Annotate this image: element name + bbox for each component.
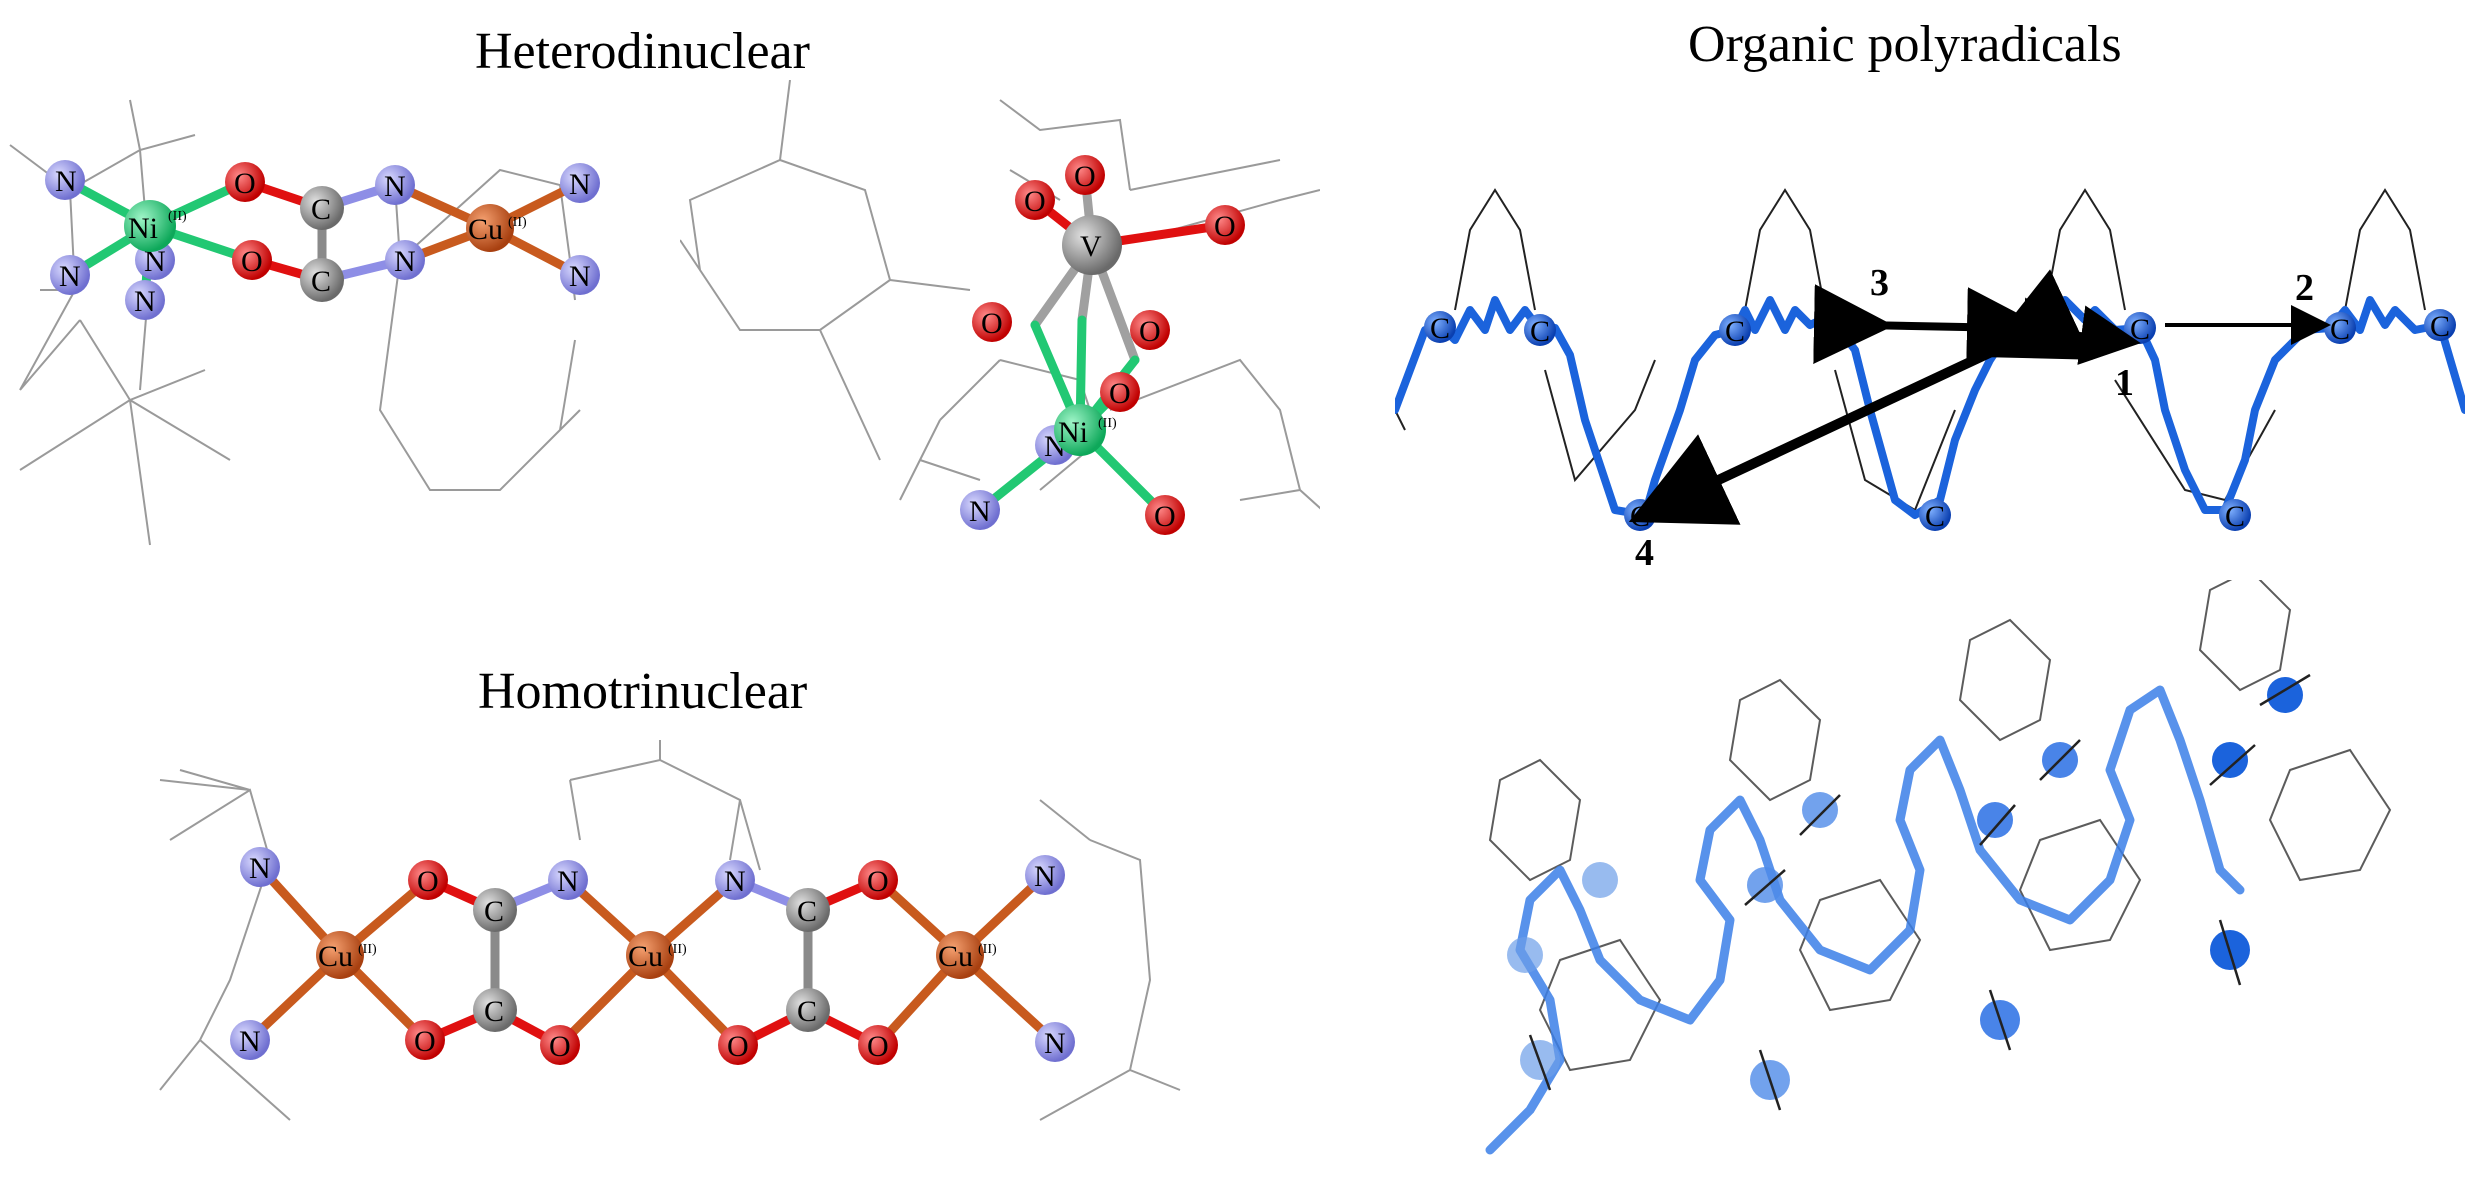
- v-ni-complex: O O O V O O O N Ni(II) N O: [680, 80, 1320, 535]
- svg-text:N: N: [394, 245, 416, 278]
- svg-text:O: O: [414, 1025, 436, 1058]
- svg-text:C: C: [484, 895, 504, 928]
- svg-text:(II): (II): [668, 942, 687, 957]
- svg-text:1: 1: [2115, 362, 2134, 404]
- title-organic-polyradicals: Organic polyradicals: [1688, 16, 2122, 73]
- spin-arrows: [1528, 673, 2311, 1111]
- svg-text:O: O: [727, 1030, 749, 1063]
- svg-text:O: O: [981, 307, 1003, 340]
- svg-text:N: N: [1044, 1027, 1066, 1060]
- ni-cu-complex: N N N N Ni (II) O O C C N N Cu (II) N N: [9, 99, 600, 546]
- svg-text:Cu: Cu: [628, 940, 663, 973]
- svg-text:O: O: [1074, 160, 1096, 193]
- radical-centers: C C C C C C C C C C C: [1424, 309, 2456, 533]
- atoms: O O O V O O O N Ni(II) N O: [960, 155, 1245, 535]
- svg-text:Cu: Cu: [938, 940, 973, 973]
- svg-text:3: 3: [1870, 262, 1889, 304]
- svg-text:O: O: [234, 167, 256, 200]
- svg-text:(II): (II): [508, 215, 527, 230]
- svg-text:C: C: [797, 895, 817, 928]
- svg-text:O: O: [1024, 185, 1046, 218]
- svg-text:C: C: [1725, 315, 1745, 348]
- helix-backbone: [1485, 685, 2245, 1155]
- atoms: N N Cu(II) O O C C N O Cu(II) N O C C O …: [230, 847, 1075, 1065]
- svg-text:N: N: [59, 260, 81, 293]
- svg-text:(II): (II): [1098, 416, 1117, 431]
- svg-text:Cu: Cu: [318, 940, 353, 973]
- svg-text:V: V: [1080, 230, 1102, 263]
- svg-text:N: N: [724, 865, 746, 898]
- svg-text:C: C: [1530, 315, 1550, 348]
- svg-text:C: C: [2130, 313, 2150, 346]
- svg-text:C: C: [311, 193, 331, 226]
- svg-text:Ni: Ni: [1058, 416, 1088, 449]
- svg-text:C: C: [1830, 315, 1850, 348]
- cu3-complex: N N Cu(II) O O C C N O Cu(II) N O C C O …: [159, 740, 1181, 1121]
- svg-text:C: C: [1630, 500, 1650, 533]
- svg-text:C: C: [2330, 313, 2350, 346]
- polyradical-helix: [1485, 580, 2392, 1155]
- svg-text:N: N: [134, 285, 156, 318]
- wireframe-ligand: [159, 740, 1181, 1121]
- polyradical-chain: C C C C C C C C C C C 1 2 3 4: [1395, 188, 2465, 574]
- svg-text:N: N: [557, 865, 579, 898]
- svg-text:N: N: [239, 1025, 261, 1058]
- svg-text:N: N: [249, 852, 271, 885]
- path-labels: 1 2 3 4: [1635, 262, 2314, 574]
- svg-text:(II): (II): [978, 942, 997, 957]
- svg-text:C: C: [311, 265, 331, 298]
- svg-text:O: O: [867, 1030, 889, 1063]
- svg-text:O: O: [241, 245, 263, 278]
- svg-text:C: C: [1925, 500, 1945, 533]
- svg-text:N: N: [384, 170, 406, 203]
- svg-text:O: O: [417, 865, 439, 898]
- svg-text:C: C: [2025, 313, 2045, 346]
- thin-backbone: [1395, 188, 2426, 512]
- svg-text:N: N: [569, 260, 591, 293]
- exchange-arrows: [1628, 269, 2331, 525]
- svg-text:N: N: [1034, 860, 1056, 893]
- svg-text:(II): (II): [358, 942, 377, 957]
- title-heterodinuclear: Heterodinuclear: [475, 23, 810, 80]
- wireframe-ligand: [9, 99, 581, 546]
- svg-text:C: C: [2225, 500, 2245, 533]
- svg-text:O: O: [1139, 315, 1161, 348]
- svg-text:(II): (II): [168, 209, 187, 224]
- atoms: N N N N Ni (II) O O C C N N Cu (II) N N: [45, 160, 600, 320]
- svg-text:N: N: [569, 168, 591, 201]
- svg-text:O: O: [867, 865, 889, 898]
- svg-text:N: N: [969, 495, 991, 528]
- svg-text:O: O: [1154, 500, 1176, 533]
- wireframe-rings: [1488, 580, 2392, 1072]
- svg-text:O: O: [1109, 377, 1131, 410]
- svg-text:4: 4: [1635, 532, 1654, 574]
- title-homotrinuclear: Homotrinuclear: [478, 663, 808, 720]
- wireframe-ligand: [680, 80, 1320, 510]
- svg-text:C: C: [797, 995, 817, 1028]
- svg-text:N: N: [55, 165, 77, 198]
- svg-text:C: C: [484, 995, 504, 1028]
- svg-text:Cu: Cu: [468, 213, 503, 246]
- svg-text:N: N: [144, 245, 166, 278]
- svg-text:C: C: [1430, 312, 1450, 345]
- svg-text:O: O: [1214, 210, 1236, 243]
- svg-text:C: C: [2430, 310, 2450, 343]
- svg-text:2: 2: [2295, 267, 2314, 309]
- svg-text:O: O: [549, 1030, 571, 1063]
- svg-text:Ni: Ni: [128, 212, 158, 245]
